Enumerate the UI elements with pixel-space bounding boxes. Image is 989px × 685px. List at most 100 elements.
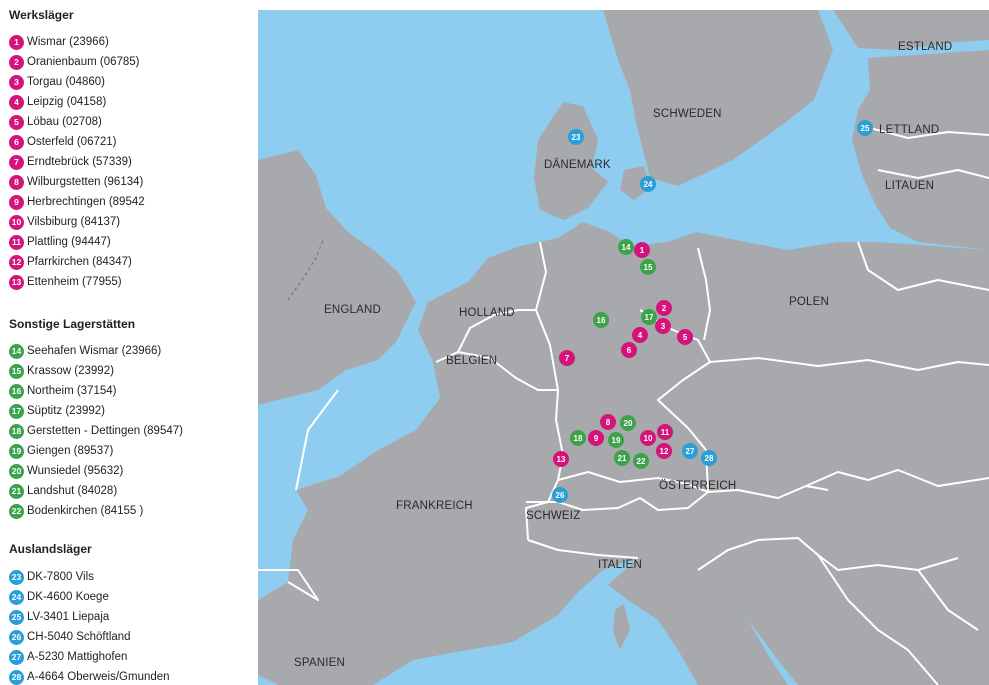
map: ESTLAND SCHWEDEN LETTLAND DÄNEMARK LITAU… [258, 10, 989, 685]
dashed-border-scotland [287, 237, 325, 301]
legend-item-label: Northeim (37154) [27, 385, 117, 397]
legend-item-label: Seehafen Wismar (23966) [27, 345, 162, 357]
map-marker[interactable]: 7 [559, 350, 575, 366]
legend-badge: 25 [9, 609, 24, 625]
map-marker[interactable]: 23 [568, 129, 584, 145]
landmass-great-britain [258, 150, 416, 405]
country-label-litauen: LITAUEN [885, 180, 935, 192]
country-label-polen: POLEN [789, 296, 829, 308]
country-label-frankreich: FRANKREICH [396, 500, 473, 512]
map-marker[interactable]: 8 [600, 414, 616, 430]
legend-item-label: Torgau (04860) [27, 76, 105, 88]
landmass-ireland [258, 232, 292, 310]
map-marker[interactable]: 9 [588, 430, 604, 446]
legend-item-label: Leipzig (04158) [27, 96, 107, 108]
country-label-schweiz: SCHWEIZ [526, 510, 581, 522]
legend-item-label: Krassow (23992) [27, 365, 114, 377]
landmass-corsica [613, 604, 630, 650]
map-marker[interactable]: 3 [655, 318, 671, 334]
map-marker[interactable]: 4 [632, 327, 648, 343]
legend-item-label: Vilsbiburg (84137) [27, 216, 121, 228]
legend-badge: 8 [9, 174, 24, 190]
legend-item-label: A-5230 Mattighofen [27, 651, 128, 663]
legend-badge: 7 [9, 154, 24, 170]
map-marker[interactable]: 17 [641, 309, 657, 325]
map-marker[interactable]: 28 [701, 450, 717, 466]
legend-item-label: LV-3401 Liepaja [27, 611, 110, 623]
map-marker[interactable]: 20 [620, 415, 636, 431]
legend-badge: 6 [9, 134, 24, 150]
legend-item-label: A-4664 Oberweis/Gmunden [27, 671, 170, 683]
map-marker[interactable]: 26 [552, 487, 568, 503]
map-marker[interactable]: 27 [682, 443, 698, 459]
legend-badge: 21 [9, 483, 24, 499]
legend-item-label: Löbau (02708) [27, 116, 102, 128]
legend-item-label: Giengen (89537) [27, 445, 114, 457]
legend-item-label: Wismar (23966) [27, 36, 109, 48]
legend-item-label: CH-5040 Schöftland [27, 631, 131, 643]
country-label-spanien: SPANIEN [294, 657, 346, 669]
landmass-finland [833, 10, 989, 50]
map-marker[interactable]: 21 [614, 450, 630, 466]
legend-badge: 9 [9, 194, 24, 210]
legend-section-title: Auslandsläger [9, 542, 92, 556]
map-marker[interactable]: 12 [656, 443, 672, 459]
legend-badge: 28 [9, 669, 24, 685]
map-marker[interactable]: 2 [656, 300, 672, 316]
map-marker[interactable]: 16 [593, 312, 609, 328]
legend-badge: 26 [9, 629, 24, 645]
legend-badge: 4 [9, 94, 24, 110]
map-marker[interactable]: 25 [857, 120, 873, 136]
country-label-oesterreich: ÖSTERREICH [659, 480, 737, 492]
legend-badge: 27 [9, 649, 24, 665]
map-marker[interactable]: 5 [677, 329, 693, 345]
map-marker[interactable]: 11 [657, 424, 673, 440]
legend-badge: 14 [9, 343, 24, 359]
legend-item-label: DK-7800 Vils [27, 571, 94, 583]
map-marker[interactable]: 13 [553, 451, 569, 467]
country-borders [258, 127, 989, 685]
legend-badge: 22 [9, 503, 24, 519]
map-marker[interactable]: 15 [640, 259, 656, 275]
legend-item-label: Bodenkirchen (84155 ) [27, 505, 144, 517]
country-label-daenemark: DÄNEMARK [544, 159, 611, 171]
map-marker[interactable]: 6 [621, 342, 637, 358]
legend-item-label: Wunsiedel (95632) [27, 465, 124, 477]
map-marker[interactable]: 14 [618, 239, 634, 255]
country-label-estland: ESTLAND [898, 41, 953, 53]
legend-badge: 2 [9, 54, 24, 70]
map-marker[interactable]: 19 [608, 432, 624, 448]
map-marker[interactable]: 24 [640, 176, 656, 192]
landmass-denmark [534, 102, 608, 220]
legend-badge: 11 [9, 234, 24, 250]
legend-badge: 15 [9, 363, 24, 379]
legend-section-title: Sonstige Lagerstätten [9, 317, 136, 331]
map-marker[interactable]: 22 [633, 453, 649, 469]
legend-badge: 16 [9, 383, 24, 399]
legend-item-label: Osterfeld (06721) [27, 136, 117, 148]
map-marker[interactable]: 18 [570, 430, 586, 446]
legend-item-label: Wilburgstetten (96134) [27, 176, 144, 188]
map-marker[interactable]: 10 [640, 430, 656, 446]
map-marker[interactable]: 1 [634, 242, 650, 258]
legend-badge: 12 [9, 254, 24, 270]
